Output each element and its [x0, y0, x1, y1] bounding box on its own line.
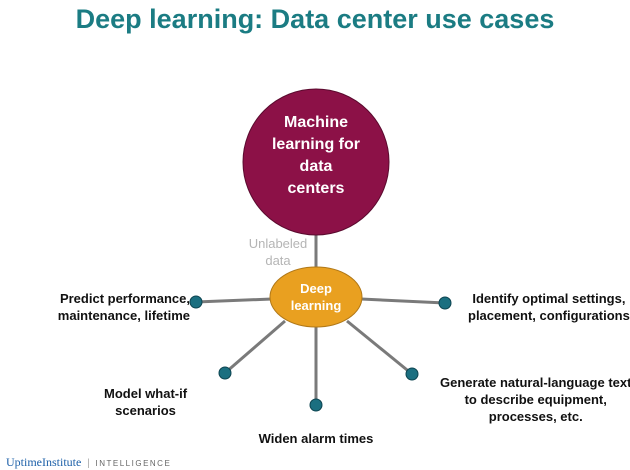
use-case-widen: Widen alarm times [258, 431, 374, 446]
endpoint-dot [438, 296, 452, 310]
spoke-generate [346, 319, 413, 376]
page-title: Deep learning: Data center use cases [75, 4, 555, 34]
spoke-predict [195, 297, 273, 304]
main-node-circle [242, 88, 390, 236]
hub-ellipse [269, 266, 363, 328]
spoke-model [224, 319, 286, 375]
footer-logo: UptimeInstitute | INTELLIGENCE [6, 455, 172, 469]
use-case-predict: Predict performance,maintenance, lifetim… [57, 291, 190, 323]
endpoint-dot [405, 367, 419, 381]
endpoint-dot [218, 366, 232, 380]
endpoint-dot [309, 398, 323, 412]
endpoint-dot [189, 295, 203, 309]
use-case-identify: Identify optimal settings,placement, con… [468, 291, 630, 323]
spoke-identify [360, 297, 446, 305]
